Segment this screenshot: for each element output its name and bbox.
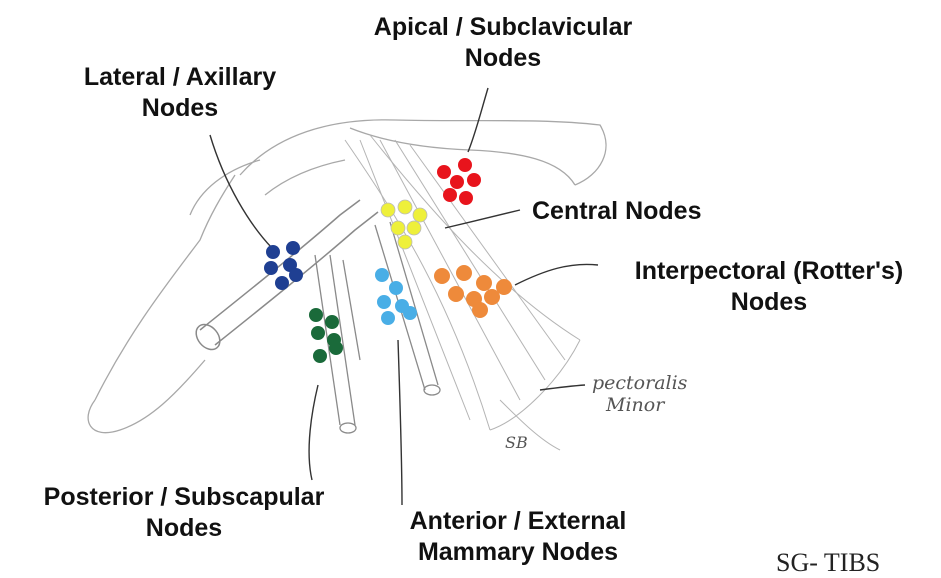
shoulder-outline (240, 120, 606, 195)
central-nodes (381, 200, 427, 249)
label-posterior-subscapular: Posterior / Subscapular Nodes (12, 482, 356, 544)
interpectoral-nodes (434, 265, 512, 318)
apical-lymph-node (467, 173, 481, 187)
label-central-line1: Central Nodes (532, 196, 738, 227)
sketch-initials: SB (505, 432, 528, 454)
anterior-lymph-node (403, 306, 417, 320)
label-anterior-external-mammary: Anterior / External Mammary Nodes (380, 506, 656, 568)
anterior-lymph-node (389, 281, 403, 295)
posterior-lymph-node (325, 315, 339, 329)
pectoralis-note-line2: Minor (592, 394, 687, 416)
interpectoral-lymph-node (456, 265, 472, 281)
label-interpectoral-rotters: Interpectoral (Rotter's) Nodes (604, 256, 934, 318)
arrow-interpectoral (515, 264, 598, 285)
apical-lymph-node (443, 188, 457, 202)
posterior-lymph-node (313, 349, 327, 363)
label-apical-subclavicular: Apical / Subclavicular Nodes (348, 12, 658, 74)
apical-lymph-node (458, 158, 472, 172)
lateral-lymph-node (289, 268, 303, 282)
pectoralis-note-line1: pectoralis (592, 372, 687, 394)
arrow-posterior (309, 385, 318, 480)
arrow-lateral (210, 135, 272, 248)
pectoralis-minor-note: pectoralis Minor (592, 372, 687, 416)
posterior-lymph-node (311, 326, 325, 340)
label-anterior-line1: Anterior / External (380, 506, 656, 537)
central-lymph-node (398, 235, 412, 249)
credit-signature: SG- TIBS (776, 548, 880, 578)
label-apical-line2: Nodes (348, 43, 658, 74)
central-lymph-node (407, 221, 421, 235)
label-apical-line1: Apical / Subclavicular (348, 12, 658, 43)
label-anterior-line2: Mammary Nodes (380, 537, 656, 568)
interpectoral-lymph-node (448, 286, 464, 302)
label-central-nodes: Central Nodes (532, 196, 738, 227)
interpectoral-lymph-node (434, 268, 450, 284)
label-lateral-line1: Lateral / Axillary (62, 62, 298, 93)
lateral-nodes (264, 241, 303, 290)
posterior-lymph-node (329, 341, 343, 355)
arrow-central (445, 210, 520, 228)
apical-nodes (437, 158, 481, 205)
apical-lymph-node (450, 175, 464, 189)
label-posterior-line2: Nodes (12, 513, 356, 544)
label-lateral-line2: Nodes (62, 93, 298, 124)
lateral-lymph-node (266, 245, 280, 259)
lateral-lymph-node (275, 276, 289, 290)
central-lymph-node (381, 203, 395, 217)
anterior-lymph-node (381, 311, 395, 325)
anterior-lymph-node (375, 268, 389, 282)
central-lymph-node (391, 221, 405, 235)
posterior-lymph-node (309, 308, 323, 322)
label-lateral-axillary: Lateral / Axillary Nodes (62, 62, 298, 124)
apical-lymph-node (459, 191, 473, 205)
apical-lymph-node (437, 165, 451, 179)
arrow-anterior (398, 340, 402, 505)
central-lymph-node (398, 200, 412, 214)
label-interpectoral-line1: Interpectoral (Rotter's) (604, 256, 934, 287)
lateral-lymph-node (264, 261, 278, 275)
central-lymph-node (413, 208, 427, 222)
label-interpectoral-line2: Nodes (604, 287, 934, 318)
interpectoral-lymph-node (484, 289, 500, 305)
lateral-lymph-node (286, 241, 300, 255)
interpectoral-lymph-node (472, 302, 488, 318)
label-posterior-line1: Posterior / Subscapular (12, 482, 356, 513)
arm-outline (88, 160, 260, 433)
anterior-lymph-node (377, 295, 391, 309)
posterior-nodes (309, 308, 343, 363)
interpectoral-lymph-node (476, 275, 492, 291)
